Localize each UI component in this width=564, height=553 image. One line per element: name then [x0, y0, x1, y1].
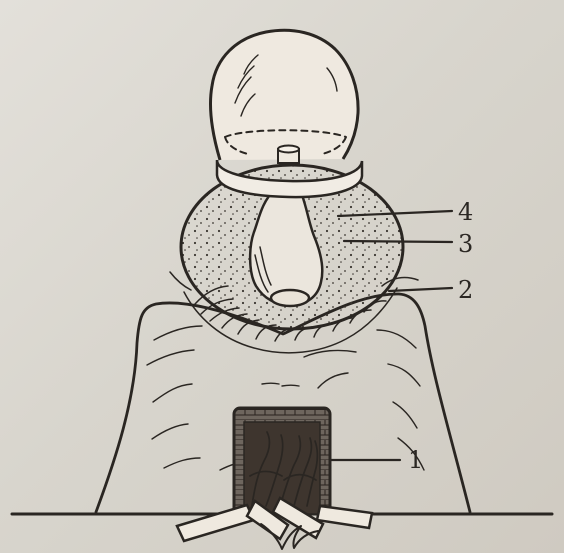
- label-1: 1: [408, 446, 423, 474]
- leader-2: [389, 288, 452, 291]
- label-4: 4: [458, 198, 473, 226]
- leader-3: [344, 241, 452, 242]
- label-2: 2: [458, 276, 473, 304]
- inner-plug: [271, 290, 309, 306]
- top-nozzle-top: [278, 146, 299, 153]
- bell-glass: [210, 30, 358, 160]
- label-3: 3: [458, 230, 473, 258]
